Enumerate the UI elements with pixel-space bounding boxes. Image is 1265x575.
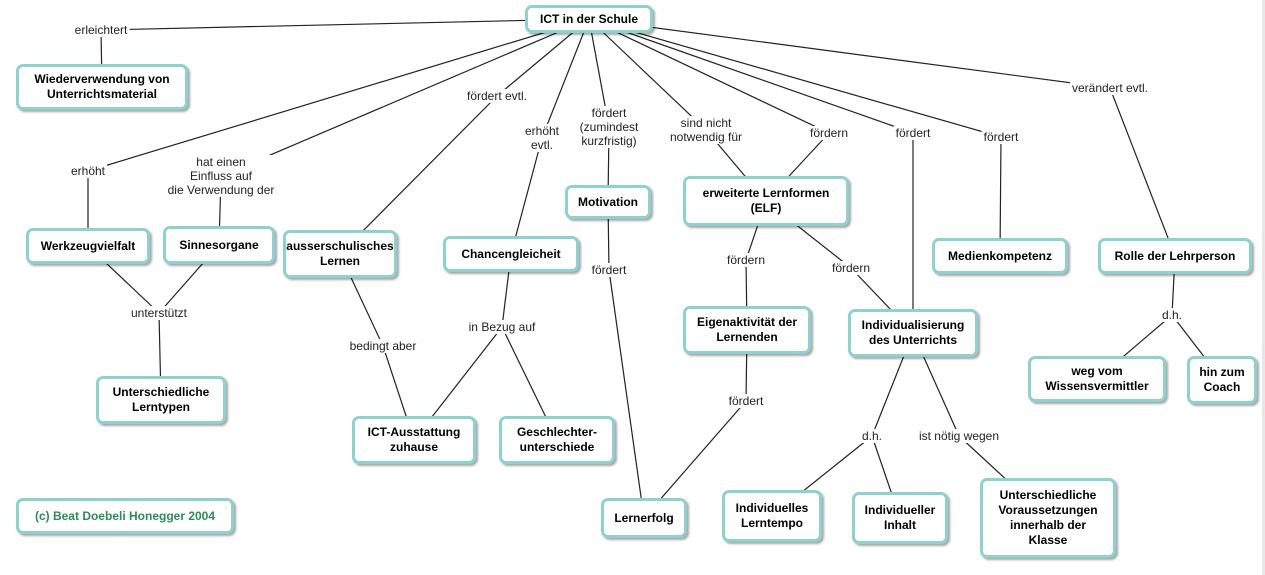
connector-ict-einfluss — [220, 18, 590, 177]
node-ict-ausstattung[interactable]: ICT-Ausstattung zuhause — [352, 416, 476, 464]
node-lernerfolg[interactable]: Lernerfolg — [601, 498, 687, 538]
connector-foerdert_medien-medien — [999, 136, 1002, 257]
label-ist-noetig-wegen: ist nötig wegen — [916, 429, 1002, 443]
node-erweiterte-lernformen[interactable]: erweiterte Lernformen (ELF) — [683, 176, 849, 226]
node-werkzeugvielfalt[interactable]: Werkzeugvielfalt — [26, 228, 150, 264]
label-dh-rolle: d.h. — [1159, 308, 1185, 322]
node-hin-zum-coach[interactable]: hin zum Coach — [1187, 356, 1257, 404]
connector-ict-veraendert — [588, 18, 1111, 89]
connector-ict-foerdern_elf — [588, 18, 830, 134]
node-motivation[interactable]: Motivation — [565, 185, 651, 219]
label-foerdert-eigenaktivitaet: fördert — [726, 394, 766, 408]
connector-ict-foerdert_indiv — [588, 18, 914, 134]
connector-ict-erhoeht — [87, 18, 590, 172]
connector-erhoeht_evtl-chancen — [510, 137, 543, 255]
node-medienkompetenz[interactable]: Medienkompetenz — [932, 238, 1068, 274]
label-foerdern-individualisierung: fördern — [829, 261, 873, 275]
label-in-bezug-auf: in Bezug auf — [466, 320, 538, 334]
label-veraendert-evtl: verändert evtl. — [1069, 81, 1151, 95]
right-edge-divider — [1262, 0, 1265, 575]
node-unterschiedliche-voraussetzungen[interactable]: Unterschiedliche Voraussetzungen innerha… — [980, 478, 1116, 558]
label-foerdern-elf: fördern — [807, 126, 851, 140]
node-chancengleicheit[interactable]: Chancengleicheit — [443, 236, 579, 272]
node-wiederverwendung[interactable]: Wiederverwendung von Unterrichtsmaterial — [16, 64, 188, 110]
node-ausserschulisches-lernen[interactable]: ausserschulisches Lernen — [283, 230, 397, 278]
connector-ict-erleichtert — [100, 18, 590, 31]
node-eigenaktivitaet[interactable]: Eigenaktivität der Lernenden — [683, 306, 811, 354]
connector-ict-foerdert_medien — [588, 18, 1002, 138]
connector-foerdert_evtl-ausser — [339, 95, 498, 255]
label-erhoeht-evtl: erhöht evtl. — [522, 124, 562, 152]
node-unterschiedliche-lerntypen[interactable]: Unterschiedliche Lerntypen — [96, 376, 226, 424]
label-bedingt-aber: bedingt aber — [347, 339, 419, 353]
node-ict-in-der-schule[interactable]: ICT in der Schule — [525, 5, 653, 33]
node-weg-vom-wissensvermittler[interactable]: weg vom Wissensvermittler — [1028, 356, 1166, 402]
label-foerdert-evtl: fördert evtl. — [464, 89, 530, 103]
node-individualisierung[interactable]: Individualisierung des Unterrichts — [848, 309, 978, 357]
label-dh-individualisierung: d.h. — [859, 429, 885, 443]
label-erhoeht: erhöht — [68, 164, 108, 178]
connector-ict-erhoeht_evtl — [541, 18, 590, 139]
label-hat-einen-einfluss: hat einen Einfluss auf die Verwendung de… — [165, 155, 277, 197]
node-individueller-inhalt[interactable]: Individueller Inhalt — [852, 492, 948, 544]
copyright-credit: (c) Beat Doebeli Honegger 2004 — [16, 498, 234, 534]
label-erleichtert: erleichtert — [72, 23, 130, 37]
node-rolle-der-lehrperson[interactable]: Rolle der Lehrperson — [1098, 238, 1252, 274]
label-sind-nicht-notwendig: sind nicht notwendig für — [667, 116, 745, 144]
label-foerdern-eigenaktivitaet: fördern — [724, 253, 768, 267]
connector-ict-nicht_notwendig — [588, 18, 707, 131]
label-foerdert-lernerfolg: fördert — [589, 263, 629, 277]
label-unterstuetzt: unterstützt — [128, 306, 190, 320]
node-individuelles-lerntempo[interactable]: Individuelles Lerntempo — [722, 490, 822, 542]
label-foerdert-zumindest-kurzfristig: fördert (zumindest kurzfristig) — [577, 106, 641, 148]
connector-foerdert_motiv-lernerfolg — [608, 269, 645, 519]
label-foerdert-medienkompetenz: fördert — [981, 130, 1021, 144]
label-foerdert-individualisierung: fördert — [893, 126, 933, 140]
connector-veraendert-rolle — [1109, 87, 1176, 257]
node-sinnesorgane[interactable]: Sinnesorgane — [163, 226, 275, 264]
node-geschlechterunterschiede[interactable]: Geschlechter- unterschiede — [499, 416, 615, 464]
